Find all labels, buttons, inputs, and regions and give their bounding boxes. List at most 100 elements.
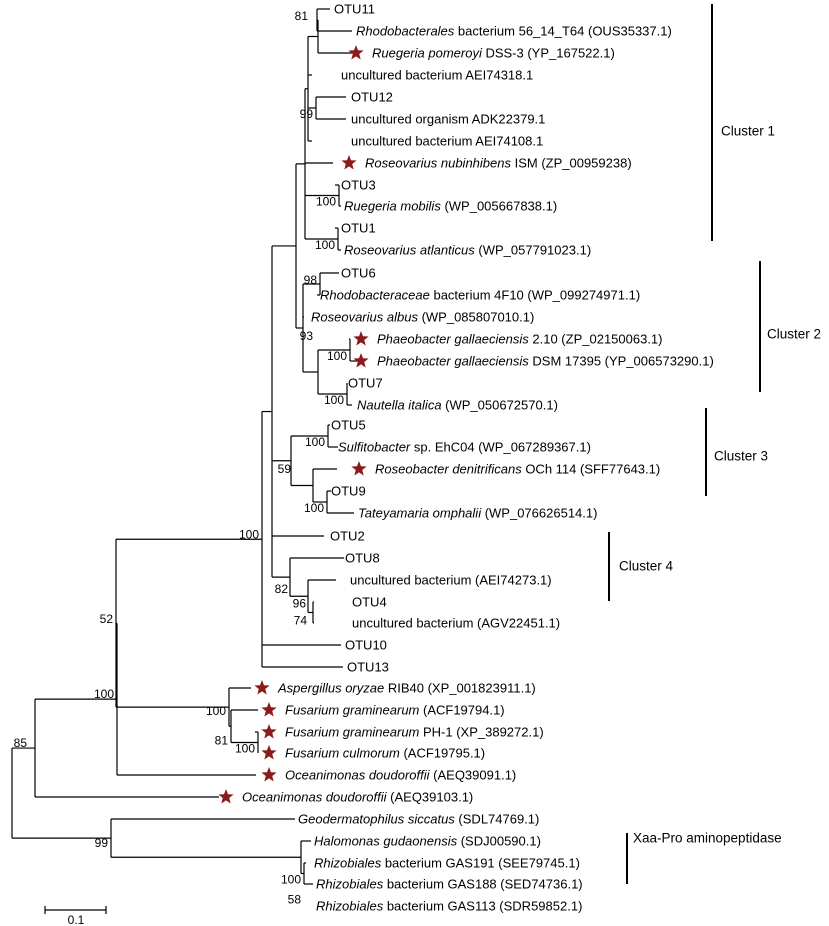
leaf-label-part: Rhodobacterales [356, 24, 455, 39]
bootstrap-value: 100 [239, 527, 259, 541]
leaf-label-part: Halomonas gudaonensis [314, 834, 458, 849]
bootstrap-value: 99 [300, 107, 314, 121]
leaf-label-roseovarius-atlanticus: Roseovarius atlanticus (WP_057791023.1) [344, 243, 591, 258]
leaf-label-part: Oceanimonas doudoroffii [285, 768, 431, 783]
bootstrap-value: 100 [327, 349, 347, 363]
bootstrap-value: 100 [94, 687, 114, 701]
leaf-label-part: Fusarium graminearum [285, 703, 420, 718]
bootstrap-value: 85 [14, 736, 28, 750]
leaf-label-part: (ACF19795.1) [400, 746, 485, 761]
leaf-label-part: PH-1 (XP_389272.1) [419, 725, 543, 740]
scale-bar: 0.1 [44, 906, 107, 926]
bootstrap-value: 100 [305, 435, 325, 449]
star-icon [261, 702, 277, 717]
leaf-label-oceanimonas-aeq39091: Oceanimonas doudoroffii (AEQ39091.1) [285, 768, 516, 783]
leaf-label-rhodobacteraceae-4f10: Rhodobacteraceae bacterium 4F10 (WP_0992… [320, 288, 640, 303]
bootstrap-value: 74 [294, 614, 308, 628]
leaf-label-phaeobacter-2-10: Phaeobacter gallaeciensis 2.10 (ZP_02150… [377, 332, 663, 347]
leaf-label-fusarium-culmorum: Fusarium culmorum (ACF19795.1) [285, 746, 485, 761]
leaf-label-otu13: OTU13 [347, 660, 389, 675]
leaf-label-otu3: OTU3 [341, 178, 376, 193]
leaf-label-rhodobacterales-56: Rhodobacterales bacterium 56_14_T64 (OUS… [356, 24, 672, 39]
leaf-label-part: bacterium 56_14_T64 (OUS35337.1) [454, 24, 672, 39]
bootstrap-value: 99 [95, 836, 109, 850]
bootstrap-value: 98 [304, 273, 318, 287]
leaf-label-otu10: OTU10 [345, 638, 387, 653]
leaf-label-ruegeria-pomeroyi: Ruegeria pomeroyi DSS-3 (YP_167522.1) [372, 46, 615, 61]
leaf-label-part: Phaeobacter gallaeciensis [377, 332, 529, 347]
bootstrap-value: 100 [315, 238, 335, 252]
leaf-label-part: OTU4 [352, 595, 387, 610]
bootstrap-value: 82 [275, 582, 289, 596]
leaf-label-part: uncultured bacterium (AEI74273.1) [350, 573, 552, 588]
cluster-3-label: Cluster 3 [714, 449, 768, 464]
leaf-label-part: DSS-3 (YP_167522.1) [482, 46, 615, 61]
leaf-label-part: 2.10 (ZP_02150063.1) [529, 332, 663, 347]
leaf-label-otu5: OTU5 [331, 418, 366, 433]
leaf-label-geodermatophilus-siccatus: Geodermatophilus siccatus (SDL74769.1) [298, 812, 539, 827]
leaf-label-part: OCh 114 (SFF77643.1) [522, 462, 661, 477]
leaf-label-part: Roseovarius nubinhibens [365, 156, 511, 171]
leaf-label-part: OTU7 [348, 376, 383, 391]
leaf-label-part: Nautella italica [357, 398, 442, 413]
leaf-label-fusarium-graminearum-acf: Fusarium graminearum (ACF19794.1) [285, 703, 505, 718]
leaf-label-roseovarius-nubinhibens: Roseovarius nubinhibens ISM (ZP_00959238… [365, 156, 632, 171]
leaf-label-part: Roseovarius atlanticus [344, 243, 475, 258]
leaf-label-part: Rhizobiales [316, 877, 384, 892]
leaf-label-part: (WP_057791023.1) [475, 243, 591, 258]
leaf-label-part: OTU5 [331, 418, 366, 433]
leaf-label-phaeobacter-dsm: Phaeobacter gallaeciensis DSM 17395 (YP_… [377, 354, 714, 369]
leaf-label-part: (WP_076626514.1) [481, 506, 597, 521]
star-icon [261, 767, 277, 782]
leaf-label-part: OTU1 [341, 221, 376, 236]
leaf-label-roseovarius-albus: Roseovarius albus (WP_085807010.1) [311, 310, 534, 325]
leaf-label-otu1: OTU1 [341, 221, 376, 236]
leaf-label-part: DSM 17395 (YP_006573290.1) [529, 354, 714, 369]
leaf-label-rhizobiales-gas188: Rhizobiales bacterium GAS188 (SED74736.1… [316, 877, 583, 892]
leaf-label-otu7: OTU7 [348, 376, 383, 391]
leaf-label-part: (SDL74769.1) [455, 812, 540, 827]
leaf-label-oceanimonas-aeq39103: Oceanimonas doudoroffii (AEQ39103.1) [242, 790, 473, 805]
star-icon [218, 789, 234, 804]
leaf-label-part: OTU2 [330, 529, 365, 544]
star-icon [261, 745, 277, 760]
leaf-label-part: bacterium GAS188 (SED74736.1) [383, 877, 582, 892]
star-icon [261, 724, 277, 739]
leaf-label-part: Roseobacter denitrificans [375, 462, 522, 477]
bootstrap-value: 100 [206, 704, 226, 718]
bootstrap-value: 59 [278, 462, 292, 476]
leaf-label-part: Rhodobacteraceae [320, 288, 430, 303]
leaf-label-part: Ruegeria pomeroyi [372, 46, 483, 61]
leaf-label-rhizobiales-gas113: Rhizobiales bacterium GAS113 (SDR59852.1… [316, 899, 582, 914]
bootstrap-value: 100 [235, 742, 255, 756]
leaf-label-part: OTU12 [351, 90, 393, 105]
leaf-label-part: uncultured organism ADK22379.1 [351, 112, 545, 127]
leaf-label-ruegeria-mobilis: Ruegeria mobilis (WP_005667838.1) [344, 199, 557, 214]
leaf-label-part: (ACF19794.1) [419, 703, 504, 718]
leaf-label-part: (WP_050672570.1) [442, 398, 558, 413]
leaf-label-part: Geodermatophilus siccatus [298, 812, 455, 827]
star-icon [341, 155, 357, 170]
leaf-label-otu11: OTU11 [334, 2, 375, 17]
leaf-label-part: (AEQ39103.1) [387, 790, 474, 805]
leaf-label-part: OTU10 [345, 638, 387, 653]
leaf-label-part: Fusarium graminearum [285, 725, 420, 740]
leaf-label-aei74273: uncultured bacterium (AEI74273.1) [350, 573, 552, 588]
bootstrap-value: 100 [316, 195, 336, 209]
leaf-label-tateyamaria-omphalii: Tateyamaria omphalii (WP_076626514.1) [358, 506, 597, 521]
leaf-label-fusarium-graminearum-ph1: Fusarium graminearum PH-1 (XP_389272.1) [285, 725, 544, 740]
leaf-label-part: uncultured bacterium AEI74108.1 [351, 134, 543, 149]
leaf-label-halomonas-gudaonensis: Halomonas gudaonensis (SDJ00590.1) [314, 834, 541, 849]
leaf-label-part: Fusarium culmorum [285, 746, 400, 761]
cluster-4-label: Cluster 4 [619, 559, 674, 574]
leaf-label-aei74318: uncultured bacterium AEI74318.1 [341, 68, 533, 83]
leaf-label-part: bacterium 4F10 (WP_099274971.1) [430, 288, 640, 303]
leaf-label-part: Aspergillus oryzae [277, 681, 384, 696]
leaf-label-nautella-italica: Nautella italica (WP_050672570.1) [357, 398, 558, 413]
leaf-label-otu4: OTU4 [352, 595, 387, 610]
leaf-label-otu2: OTU2 [330, 529, 365, 544]
star-icon [353, 353, 369, 368]
star-icon [351, 461, 367, 476]
